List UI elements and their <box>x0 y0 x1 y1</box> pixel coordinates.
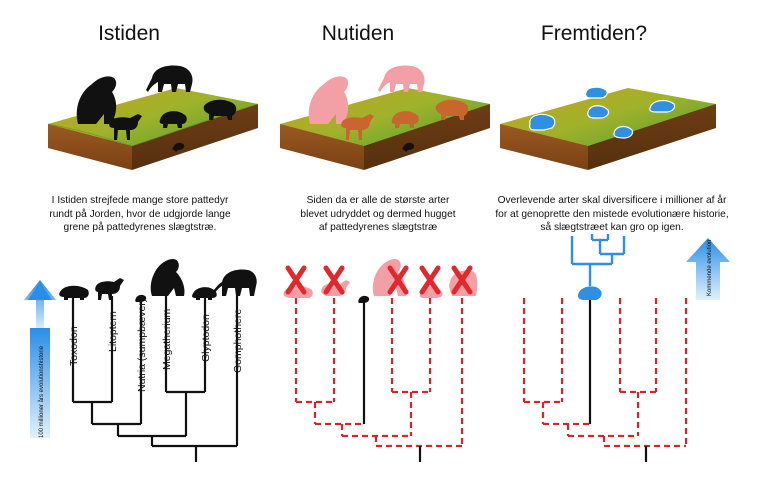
litoptern-silhouette <box>109 114 142 140</box>
axis-right-label: Kommende evolution <box>707 240 713 296</box>
toxodon-rust <box>435 99 469 120</box>
tree-label-glyptodon: Glyptodon <box>200 314 212 362</box>
nutria-icon <box>358 295 370 303</box>
extinction-crosses <box>285 265 473 295</box>
cross-icon <box>419 265 441 295</box>
present-tree-top <box>283 259 478 303</box>
megatherium-silhouette <box>76 76 118 124</box>
rodent-blue-4 <box>649 99 676 113</box>
caption-future: Overlevende arter skal diversificere i m… <box>472 194 752 235</box>
future-evolution-arrow <box>686 238 730 300</box>
phylogenetic-tree-present-survivor <box>362 302 422 462</box>
cross-icon <box>451 265 473 295</box>
phylogenetic-tree-future-new-growth <box>570 234 626 286</box>
cross-icon <box>285 265 307 295</box>
gomphothere-silhouette <box>146 65 193 92</box>
tree-label-litoptern: Litoptern <box>107 311 119 352</box>
panel-title-future: Fremtiden? <box>540 22 648 45</box>
ice-age-animals <box>76 65 237 152</box>
caption-line: af pattedyrenes slægtstræ <box>318 222 438 234</box>
caption-line: grene på pattedyrenes slægtstræ. <box>63 222 217 234</box>
nutria-icon <box>135 294 147 302</box>
megatherium-ghost <box>308 76 350 124</box>
cross-icon <box>387 265 409 295</box>
litoptern-rust <box>341 114 374 140</box>
gomphothere-ghost <box>378 65 425 92</box>
cross-icon <box>323 265 345 295</box>
evolution-history-arrow <box>24 280 56 438</box>
megatherium-ghost-icon <box>372 259 407 296</box>
glyptodon-rust <box>391 111 419 128</box>
future-animals <box>529 86 676 139</box>
caption-present: Siden da er alle de største arter blevet… <box>253 194 503 235</box>
caption-line: så slægtstræet kan gro op igen. <box>540 222 684 234</box>
rodent-blue-1 <box>529 113 556 131</box>
megatherium-icon <box>150 259 185 296</box>
axis-left-label: 100 millioner års evolutionshistorie <box>38 345 45 438</box>
phylogenetic-tree-present-extinct <box>294 298 464 448</box>
caption-line: rundt på Jorden, hvor de udgjorde lange <box>49 208 231 220</box>
gomphothere-icon <box>212 269 257 296</box>
caption-line: blevet udryddet og dermed hugget <box>300 208 456 220</box>
litoptern-icon <box>95 278 124 300</box>
tree-label-nutria: Nutria (sumpbæver) <box>136 299 148 392</box>
survivor-rodent-icon <box>578 286 602 300</box>
caption-line: for at genoprette den mistede evolutionæ… <box>495 208 729 220</box>
phylogenetic-tree-future-lost <box>522 298 688 448</box>
panel-title-present: Nutiden <box>321 22 395 45</box>
nutria-silhouette <box>172 142 185 152</box>
phylogenetic-tree-future-survivor <box>588 300 648 462</box>
caption-line: Overlevende arter skal diversificere i m… <box>497 195 727 206</box>
phylogenetic-tree-ice-age <box>71 296 239 462</box>
present-animals <box>308 65 469 152</box>
rodent-blue-3 <box>587 105 610 119</box>
toxodon-silhouette <box>203 99 237 120</box>
toxodon-icon <box>59 285 89 300</box>
tree-label-toxodon: Toxodon <box>68 326 80 366</box>
tree-top-silhouettes-ice-age <box>59 259 257 302</box>
tree-label-megatherium: Megatherium <box>161 308 173 370</box>
panel-title-ice-age: Istiden <box>98 22 160 45</box>
nutria-silhouette <box>402 142 415 152</box>
caption-ice-age: I Istiden strejfede mange store pattedyr… <box>15 194 265 235</box>
rodent-blue-5 <box>613 125 634 139</box>
tree-label-gomphothere: Gomphothere <box>232 309 244 373</box>
glyptodon-silhouette <box>159 111 187 128</box>
glyptodon-icon <box>192 287 217 300</box>
rodent-blue-2 <box>585 86 608 99</box>
caption-line: I Istiden strejfede mange store pattedyr <box>51 195 229 206</box>
caption-line: Siden da er alle de største arter <box>306 195 450 206</box>
